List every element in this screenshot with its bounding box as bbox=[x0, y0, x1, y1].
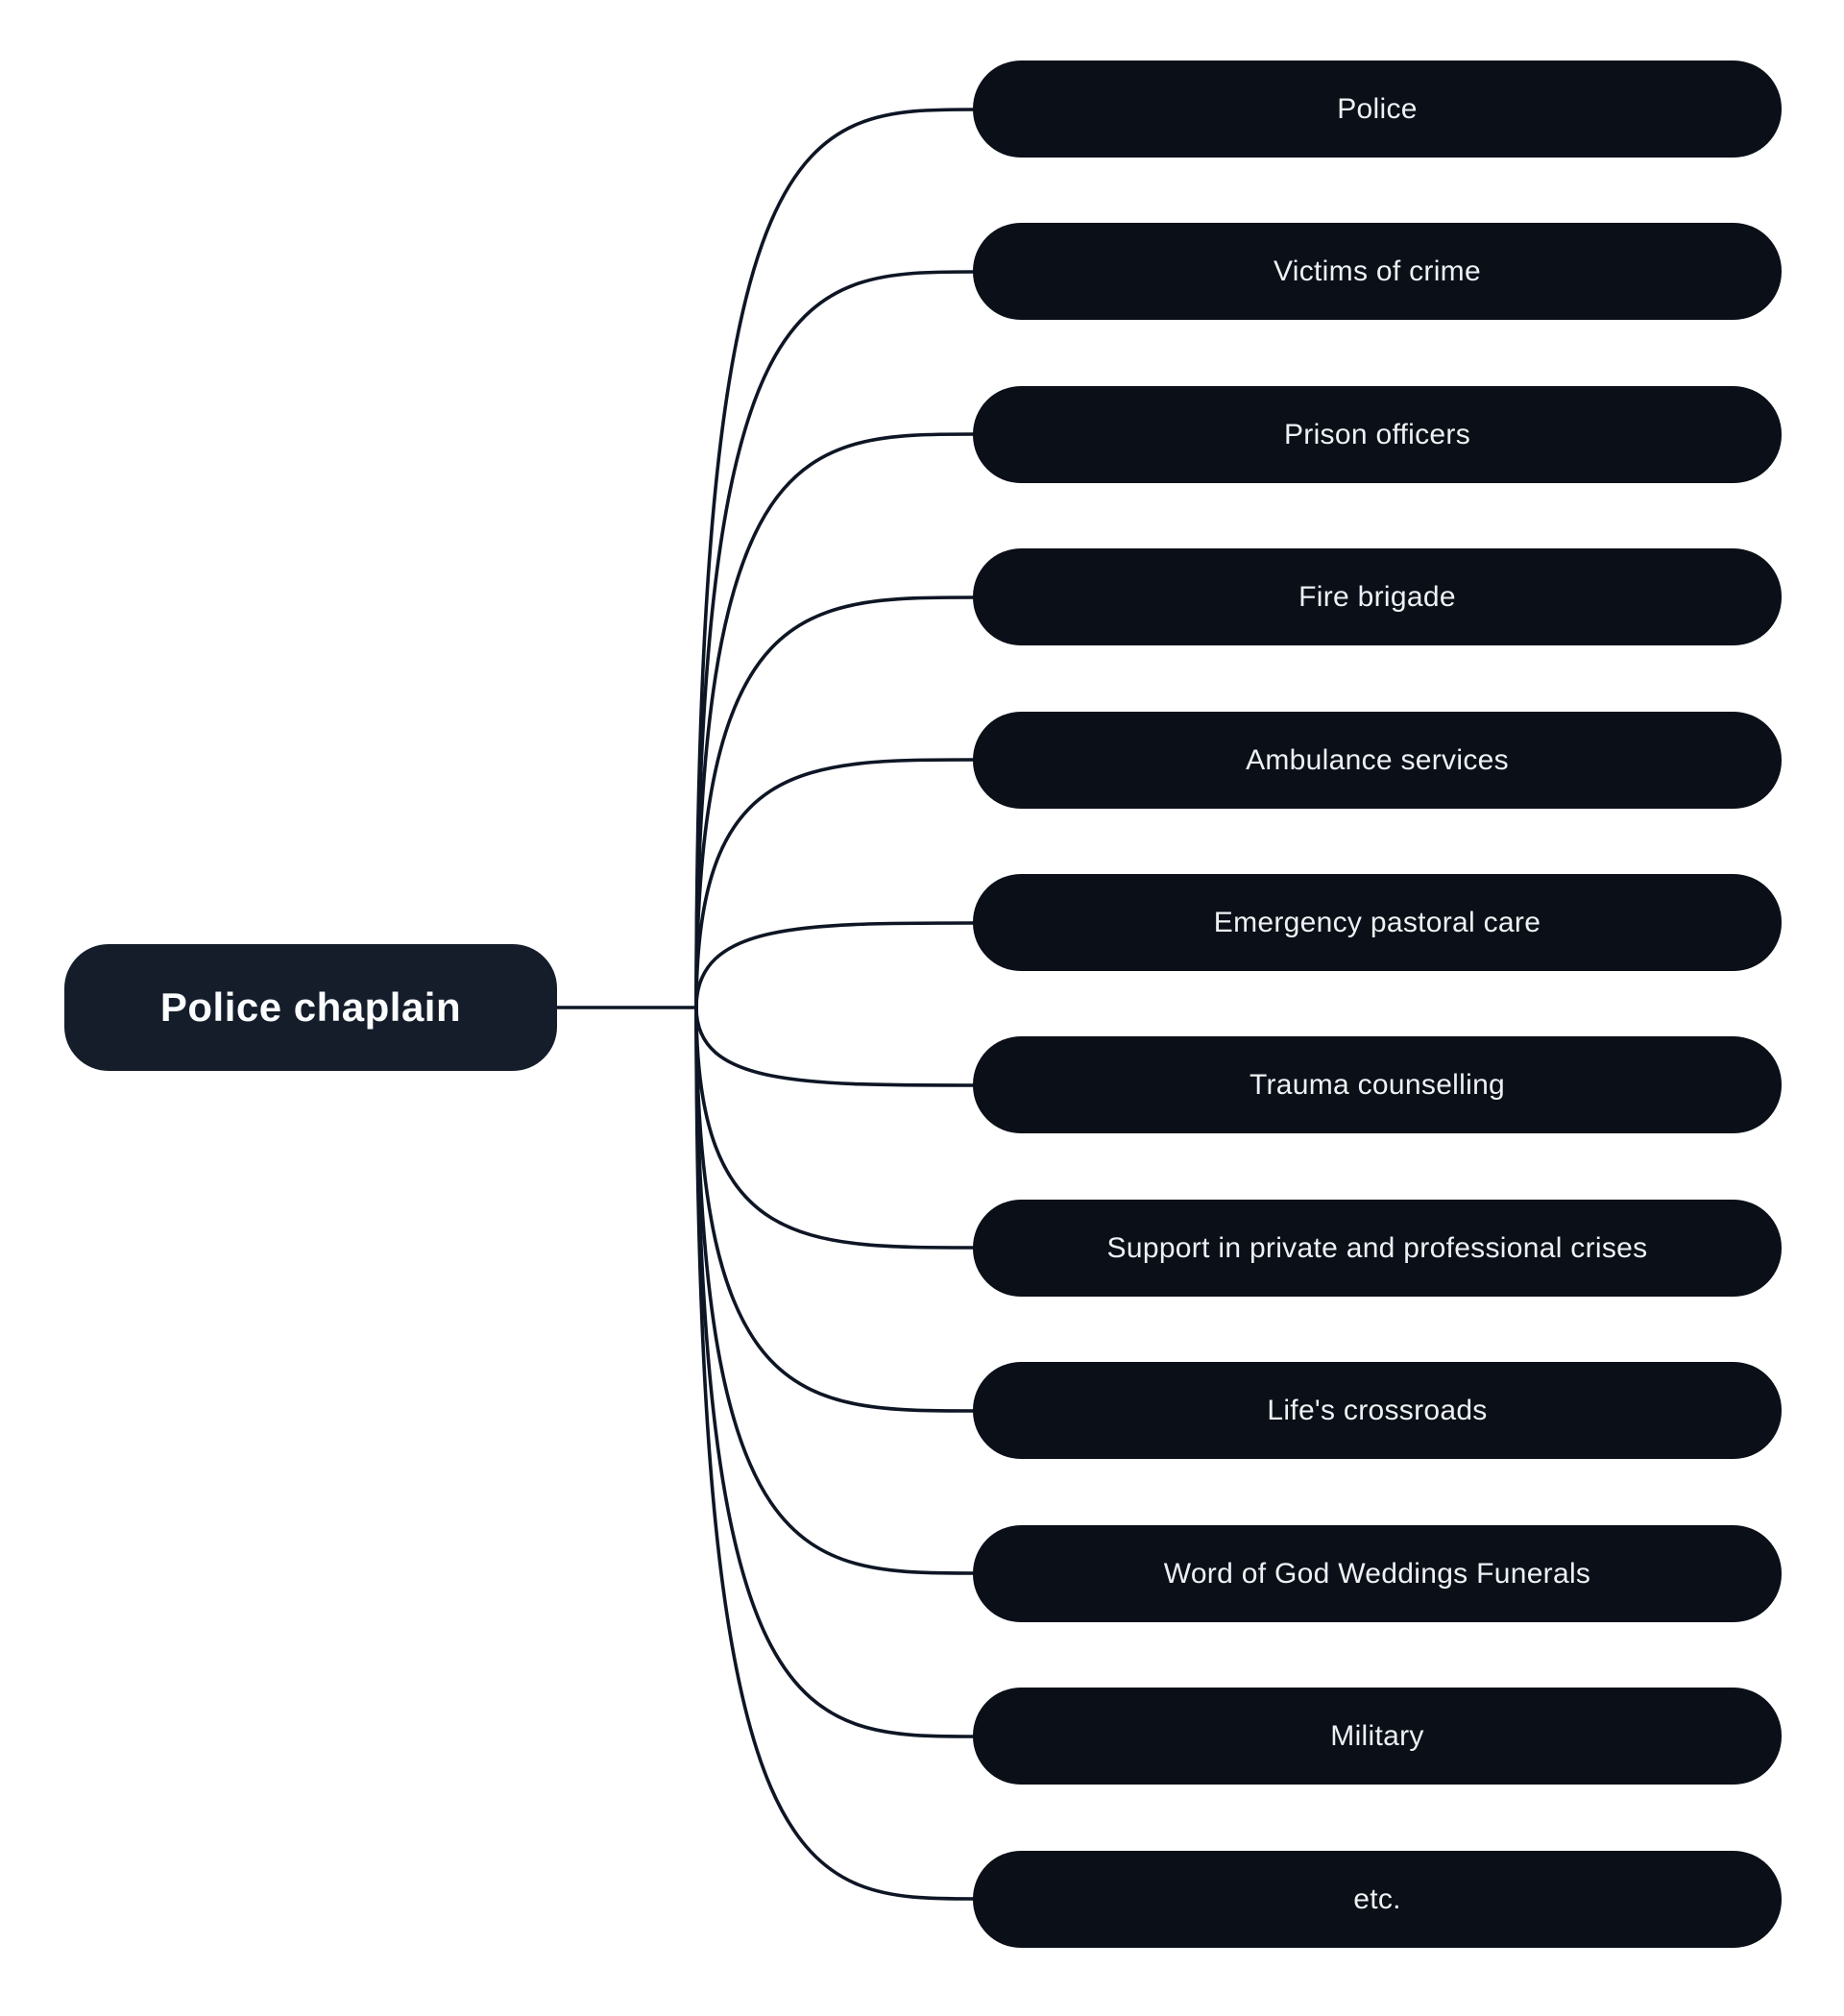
node-trauma-counselling[interactable]: Trauma counselling bbox=[973, 1036, 1782, 1133]
node-label: Victims of crime bbox=[1274, 255, 1481, 287]
node-label: Support in private and professional cris… bbox=[1106, 1231, 1648, 1264]
node-label: Word of God Weddings Funerals bbox=[1163, 1557, 1591, 1590]
edge bbox=[694, 1007, 977, 1413]
node-victims-of-crime[interactable]: Victims of crime bbox=[973, 223, 1782, 320]
edge bbox=[694, 1007, 977, 1901]
node-military[interactable]: Military bbox=[973, 1688, 1782, 1785]
edge bbox=[694, 1007, 977, 1087]
node-support-in-crises[interactable]: Support in private and professional cris… bbox=[973, 1200, 1782, 1297]
node-label: Prison officers bbox=[1283, 418, 1471, 450]
node-word-of-god-weddings-funerals[interactable]: Word of God Weddings Funerals bbox=[973, 1525, 1782, 1622]
node-label: Military bbox=[1330, 1719, 1424, 1752]
node-label: Ambulance services bbox=[1246, 743, 1509, 776]
root-node-label: Police chaplain bbox=[159, 984, 462, 1030]
node-prison-officers[interactable]: Prison officers bbox=[973, 386, 1782, 483]
node-ambulance-services[interactable]: Ambulance services bbox=[973, 712, 1782, 809]
edge bbox=[694, 1007, 977, 1250]
node-label: etc. bbox=[1353, 1882, 1401, 1915]
node-fire-brigade[interactable]: Fire brigade bbox=[973, 548, 1782, 645]
edge bbox=[694, 432, 977, 1008]
node-label: Trauma counselling bbox=[1249, 1068, 1506, 1101]
edge bbox=[694, 921, 977, 1008]
edge bbox=[694, 1007, 977, 1738]
edge bbox=[694, 108, 977, 1008]
node-police[interactable]: Police bbox=[973, 61, 1782, 158]
node-label: Emergency pastoral care bbox=[1213, 906, 1541, 938]
edge bbox=[694, 270, 977, 1008]
edge bbox=[694, 758, 977, 1008]
node-label: Life's crossroads bbox=[1267, 1394, 1488, 1426]
node-etc[interactable]: etc. bbox=[973, 1851, 1782, 1948]
edge bbox=[694, 1007, 977, 1575]
node-lifes-crossroads[interactable]: Life's crossroads bbox=[973, 1362, 1782, 1459]
node-label: Police bbox=[1337, 92, 1418, 125]
node-label: Fire brigade bbox=[1298, 580, 1456, 613]
node-emergency-pastoral-care[interactable]: Emergency pastoral care bbox=[973, 874, 1782, 971]
edge bbox=[694, 595, 977, 1008]
root-node-police-chaplain[interactable]: Police chaplain bbox=[64, 944, 557, 1071]
